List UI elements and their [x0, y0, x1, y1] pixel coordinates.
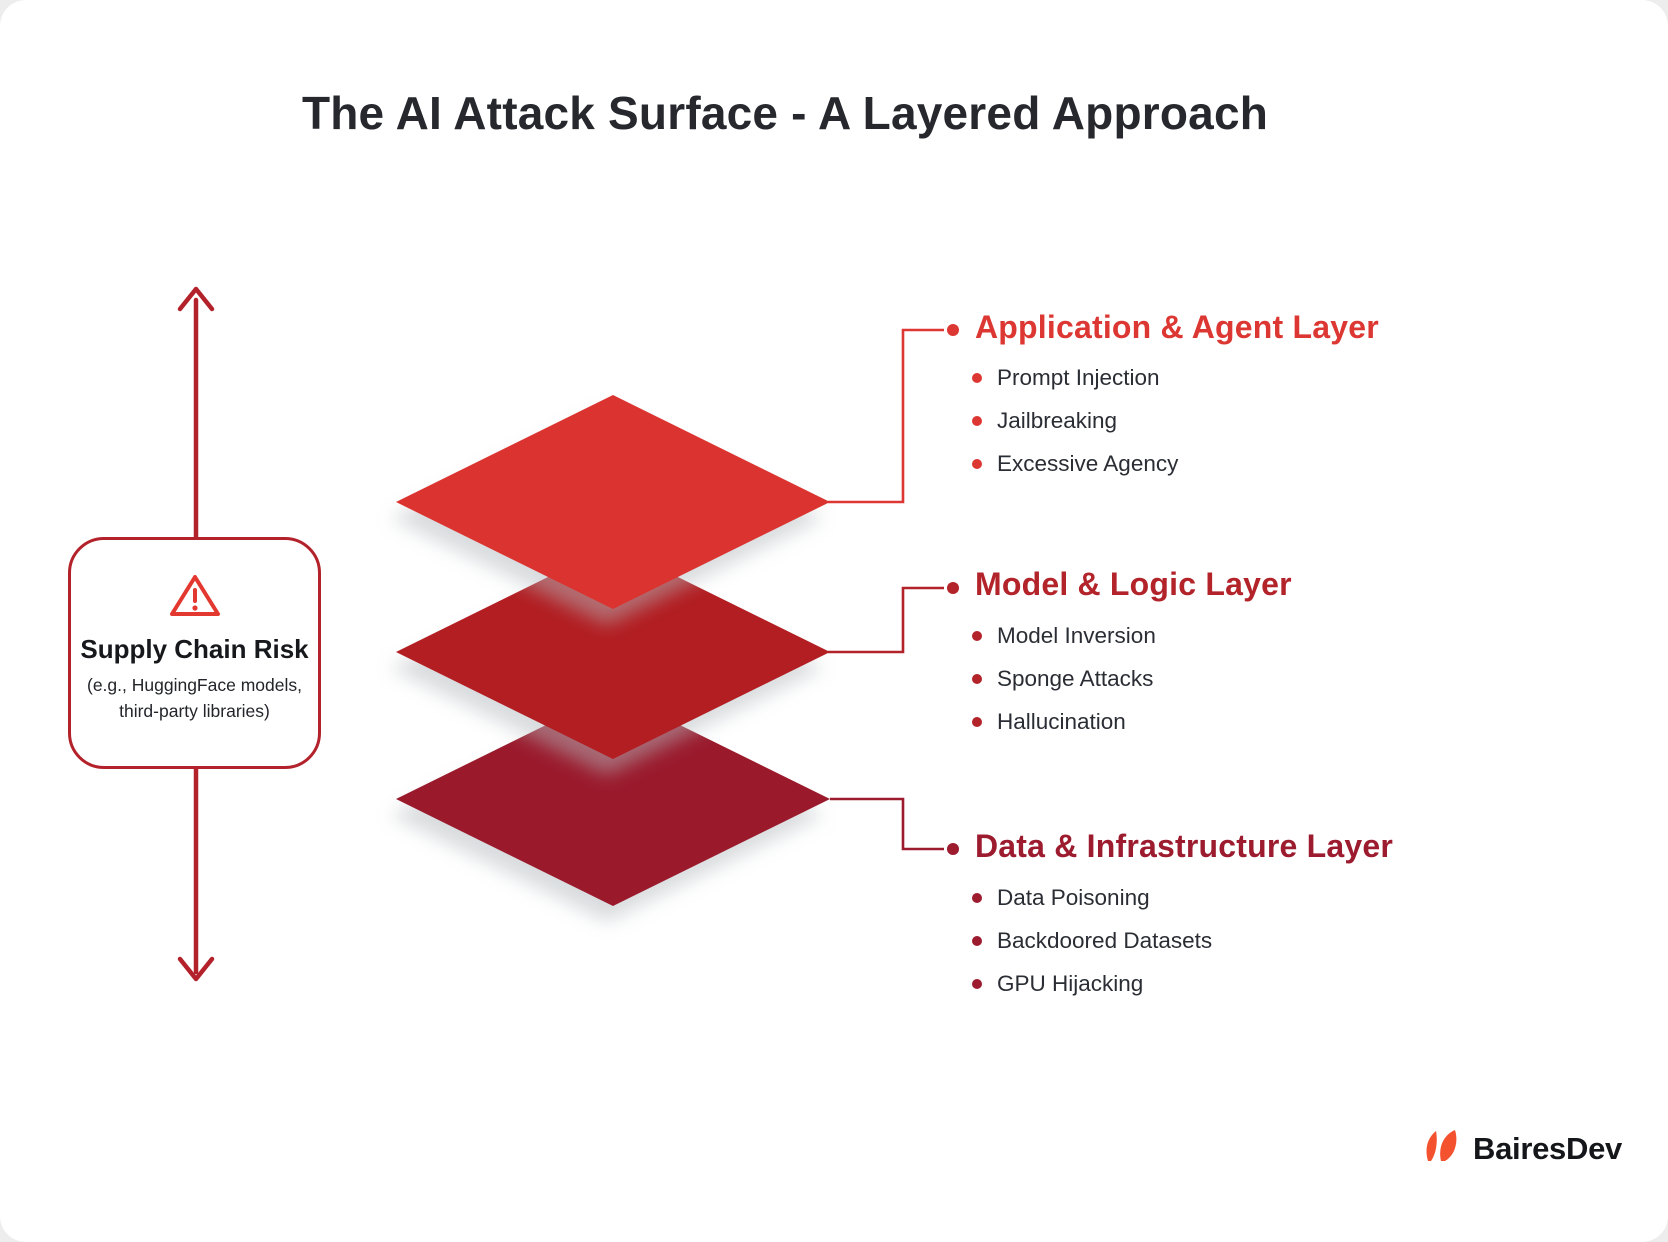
list-item-label: GPU Hijacking: [997, 970, 1144, 996]
list-item: Excessive Agency: [972, 442, 1178, 485]
list-item-label: Model Inversion: [997, 622, 1156, 648]
list-data-layer: Data Poisoning Backdoored Datasets GPU H…: [972, 876, 1212, 1005]
supply-chain-arrow: [177, 286, 215, 982]
brand-logo: BairesDev: [1424, 1130, 1622, 1168]
bullet-dot-icon: [972, 935, 982, 946]
heading-model-layer: Model & Logic Layer: [975, 566, 1292, 602]
list-item-label: Hallucination: [997, 708, 1126, 734]
list-item-label: Prompt Injection: [997, 364, 1160, 390]
supply-chain-subtitle-line2: third-party libraries): [119, 701, 270, 721]
supply-chain-card: Supply Chain Risk (e.g., HuggingFace mod…: [68, 537, 321, 769]
bullet-dot-icon: [972, 716, 982, 727]
connector-data-layer: [830, 797, 944, 851]
diamond-application-layer: [396, 395, 830, 609]
bullet-dot-icon: [972, 673, 982, 684]
connector-dot-model: [947, 582, 959, 594]
heading-data-layer: Data & Infrastructure Layer: [975, 828, 1393, 864]
bullet-dot-icon: [972, 415, 982, 426]
list-item-label: Backdoored Datasets: [997, 927, 1213, 953]
list-item: GPU Hijacking: [972, 962, 1212, 1005]
list-item-label: Sponge Attacks: [997, 665, 1154, 691]
list-item: Model Inversion: [972, 614, 1156, 657]
connector-dot-data: [947, 843, 959, 855]
list-item: Prompt Injection: [972, 356, 1178, 399]
list-application-layer: Prompt Injection Jailbreaking Excessive …: [972, 356, 1178, 485]
bullet-dot-icon: [972, 892, 982, 903]
list-item: Jailbreaking: [972, 399, 1178, 442]
bullet-dot-icon: [972, 630, 982, 641]
list-model-layer: Model Inversion Sponge Attacks Hallucina…: [972, 614, 1156, 743]
warning-triangle-icon: [168, 573, 222, 624]
connector-dot-application: [947, 324, 959, 336]
diamond-model-layer: [396, 545, 830, 759]
connector-application-layer: [828, 328, 944, 504]
bairesdev-mark-icon: [1424, 1130, 1464, 1168]
list-item: Data Poisoning: [972, 876, 1212, 919]
layer-connectors: [828, 328, 944, 851]
arrow-head-down-icon: [177, 956, 215, 982]
heading-application-layer: Application & Agent Layer: [975, 309, 1379, 345]
bullet-dot-icon: [972, 372, 982, 383]
list-item-label: Jailbreaking: [997, 407, 1118, 433]
list-item-label: Excessive Agency: [997, 450, 1179, 476]
arrow-head-up-icon: [177, 286, 215, 312]
connector-model-layer: [828, 586, 944, 654]
brand-logo-text: BairesDev: [1473, 1131, 1622, 1166]
list-item: Hallucination: [972, 700, 1156, 743]
bullet-dot-icon: [972, 458, 982, 469]
list-item: Backdoored Datasets: [972, 919, 1212, 962]
page-title: The AI Attack Surface - A Layered Approa…: [301, 87, 1269, 139]
supply-chain-subtitle-line1: (e.g., HuggingFace models,: [87, 675, 302, 695]
diamond-data-layer: [396, 692, 830, 906]
list-item-label: Data Poisoning: [997, 884, 1150, 910]
bullet-dot-icon: [972, 978, 982, 989]
list-item: Sponge Attacks: [972, 657, 1156, 700]
supply-chain-title: Supply Chain Risk: [80, 634, 309, 664]
